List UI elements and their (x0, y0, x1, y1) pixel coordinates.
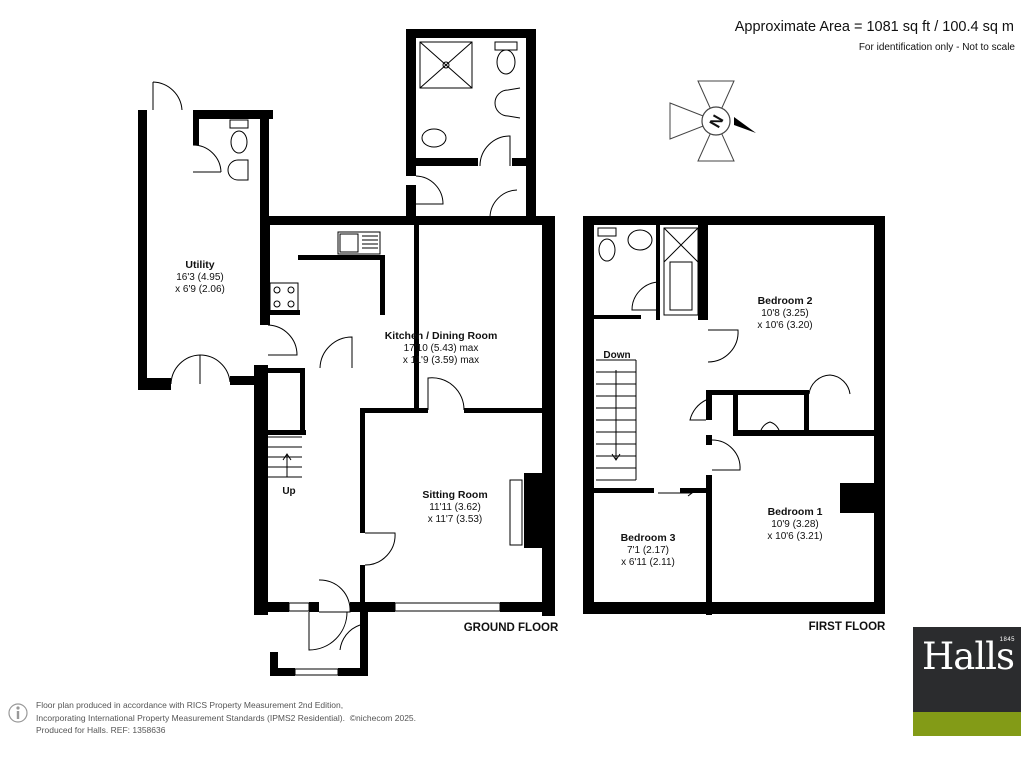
ground-floor-label: GROUND FLOOR (464, 622, 559, 634)
footer-copyright: ©nichecom 2025. (349, 712, 417, 723)
stairs-down-label: Down (603, 350, 630, 361)
logo-brand: Halls (922, 635, 1015, 678)
bedroom2-dim1: 10'8 (3.25) (761, 308, 809, 319)
kitchen-dim2: x 11'9 (3.59) max (403, 355, 479, 366)
compass-icon: N (669, 80, 756, 162)
ground-floor-doors (152, 41, 521, 651)
footer-line3: Produced for Halls. REF: 1358636 (36, 725, 166, 735)
approximate-area: Approximate Area = 1081 sq ft / 100.4 sq… (734, 19, 1014, 35)
sitting-room-dim2: x 11'7 (3.53) (428, 514, 483, 525)
scale-note: For identification only - Not to scale (858, 42, 1015, 53)
ground-floor-walls (138, 29, 555, 676)
utility-dim2: x 6'9 (2.06) (175, 284, 225, 295)
footer-line2: Incorporating International Property Mea… (36, 712, 416, 725)
sitting-room-dim1: 11'11 (3.62) (429, 502, 481, 513)
first-floor-windows (583, 216, 856, 613)
room-labels: Utility 16'3 (4.95) x 6'9 (2.06) Kitchen… (175, 259, 886, 634)
footer-line1: Floor plan produced in accordance with R… (36, 700, 344, 710)
bedroom1-dim2: x 10'6 (3.21) (767, 531, 822, 542)
logo-band (913, 712, 1021, 736)
halls-logo: Halls 1845 (913, 627, 1021, 736)
footer-line2-text: Incorporating International Property Mea… (36, 712, 345, 723)
utility-name: Utility (185, 259, 214, 271)
bedroom3-dim1: 7'1 (2.17) (627, 545, 669, 556)
first-floor-doors (596, 227, 851, 497)
bedroom2-dim2: x 10'6 (3.20) (757, 320, 812, 331)
bedroom3-dim2: x 6'11 (2.11) (621, 557, 675, 568)
first-floor-walls (583, 216, 885, 615)
sitting-room-name: Sitting Room (422, 489, 487, 501)
bedroom3-name: Bedroom 3 (621, 532, 676, 544)
footer-credits: Floor plan produced in accordance with R… (36, 699, 416, 737)
bedroom1-name: Bedroom 1 (768, 506, 823, 518)
bedroom2-name: Bedroom 2 (758, 295, 813, 307)
info-icon (8, 703, 28, 723)
first-floor-label: FIRST FLOOR (809, 621, 886, 633)
utility-dim1: 16'3 (4.95) (176, 272, 224, 283)
stairs-up-label: Up (282, 486, 295, 497)
bedroom1-dim1: 10'9 (3.28) (771, 519, 819, 530)
kitchen-name: Kitchen / Dining Room (385, 330, 498, 342)
ground-floor-windows (288, 64, 523, 676)
kitchen-dim1: 17'10 (5.43) max (404, 343, 479, 354)
logo-year: 1845 (999, 637, 1015, 643)
